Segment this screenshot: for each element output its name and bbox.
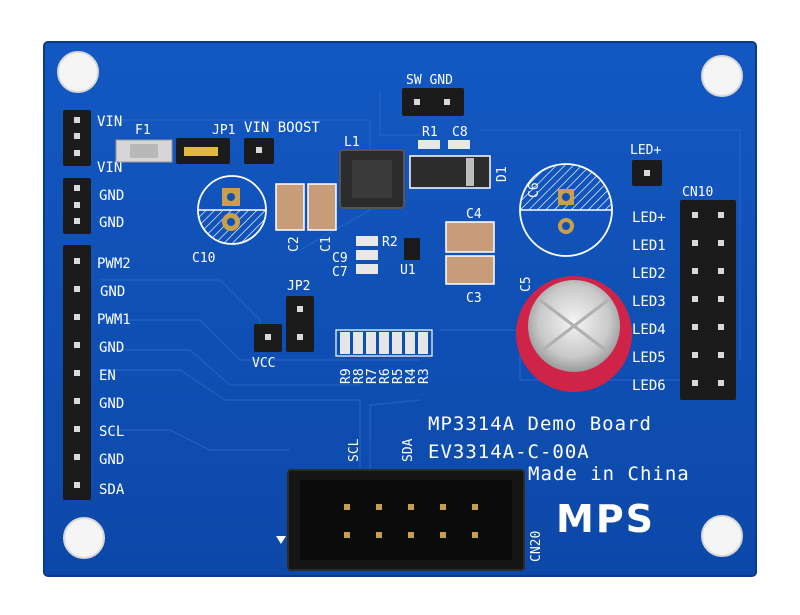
label-r2: R2	[382, 235, 398, 250]
mounting-hole-bottom-left	[63, 517, 105, 559]
label-vin-boost: VIN BOOST	[244, 120, 320, 136]
label-c10: C10	[192, 251, 215, 266]
label-c2: C2	[287, 236, 302, 252]
left-label-pwm1: PWM1	[97, 312, 131, 328]
board-title: MP3314A Demo Board	[428, 413, 652, 435]
label-c5: C5	[519, 276, 534, 292]
left-label-vin-2: VIN	[97, 160, 122, 176]
label-r5: R5	[391, 368, 406, 384]
label-c4: C4	[466, 207, 482, 222]
label-r3: R3	[417, 368, 432, 384]
left-label-gnd-6: GND	[99, 452, 124, 468]
mounting-hole-top-left	[57, 51, 99, 93]
right-label-led3: LED3	[632, 294, 666, 310]
board-part-number: EV3314A-C-00A	[428, 441, 590, 463]
left-label-gnd-3: GND	[100, 284, 125, 300]
right-label-led1: LED1	[632, 238, 666, 254]
label-scl-top: SCL	[347, 438, 362, 462]
label-c7: C7	[332, 265, 348, 280]
mps-logo: MPS	[556, 497, 655, 541]
left-label-gnd-1: GND	[99, 188, 124, 204]
left-label-vin-1: VIN	[97, 114, 122, 130]
left-label-gnd-5: GND	[99, 396, 124, 412]
label-r7: R7	[365, 368, 380, 384]
electrolytic-capacitor-c5: C5	[516, 276, 632, 392]
label-r8: R8	[352, 368, 367, 384]
left-label-gnd-2: GND	[99, 215, 124, 231]
fuse-f1: F1	[115, 123, 173, 163]
label-sda-top: SDA	[401, 438, 416, 462]
left-header-labels: VIN VIN GND GND PWM2 GND PWM1 GND EN GND…	[97, 114, 131, 498]
small-parts-c9-c7-r2-u1: C9 C7 R2 U1	[332, 235, 420, 280]
right-label-led5: LED5	[632, 350, 666, 366]
label-led-plus-top: LED+	[630, 143, 661, 158]
left-label-gnd-4: GND	[99, 340, 124, 356]
label-jp1: JP1	[212, 123, 235, 138]
r1-c8-parts: R1 C8	[418, 125, 470, 149]
pcb-traces	[100, 90, 741, 470]
jumper-jp2: JP2	[286, 279, 314, 352]
label-c6: C6	[527, 182, 542, 198]
label-cn20: CN20	[529, 531, 544, 562]
diode-d1: D1	[409, 155, 510, 189]
left-pin-header	[63, 110, 91, 500]
header-led-plus-top: LED+	[630, 143, 662, 186]
left-label-en: EN	[99, 368, 116, 384]
capacitor-c6-footprint: C6	[519, 163, 613, 257]
label-jp2: JP2	[287, 279, 310, 294]
label-r9: R9	[339, 368, 354, 384]
label-d1: D1	[495, 166, 510, 182]
label-r1: R1	[422, 125, 438, 140]
label-vcc: VCC	[252, 356, 275, 371]
label-r6: R6	[378, 368, 393, 384]
connector-cn20: CN20 SCL SDA	[276, 438, 544, 571]
header-sw-gnd: SW GND	[402, 73, 464, 116]
mps-logo-text: MPS	[556, 497, 655, 541]
board-origin: Made in China	[528, 463, 690, 485]
resistor-array: R9 R8 R7 R6 R5 R4 R3	[335, 329, 433, 384]
label-u1: U1	[400, 263, 416, 278]
mounting-hole-top-right	[701, 55, 743, 97]
label-f1: F1	[135, 123, 151, 138]
left-label-sda: SDA	[99, 482, 125, 498]
inductor-l1: L1	[339, 135, 405, 209]
label-cn10: CN10	[682, 185, 713, 200]
label-r4: R4	[404, 368, 419, 384]
header-vcc: VCC	[252, 324, 282, 371]
label-l1: L1	[344, 135, 360, 150]
mounting-holes	[57, 51, 743, 559]
label-sw-gnd: SW GND	[406, 73, 453, 88]
right-label-led6: LED6	[632, 378, 666, 394]
label-c1: C1	[319, 236, 334, 252]
right-pin-header-cn10: CN10	[680, 185, 736, 400]
left-label-pwm2: PWM2	[97, 256, 131, 272]
label-c3: C3	[466, 291, 482, 306]
left-label-scl: SCL	[99, 424, 124, 440]
right-label-led-plus: LED+	[632, 210, 666, 226]
label-c8: C8	[452, 125, 468, 140]
board-title-block: MP3314A Demo Board EV3314A-C-00A Made in…	[428, 413, 690, 485]
label-c9: C9	[332, 251, 348, 266]
mounting-hole-bottom-right	[701, 515, 743, 557]
pin1-marker-icon	[276, 536, 286, 544]
capacitor-c10-footprint: C10	[192, 175, 267, 266]
header-vin-boost: VIN BOOST	[244, 120, 320, 164]
capacitors-c4-c3: C4 C3	[445, 207, 495, 306]
right-header-labels: LED+ LED1 LED2 LED3 LED4 LED5 LED6	[632, 210, 666, 394]
capacitors-c2-c1: C2 C1	[275, 183, 337, 252]
right-label-led4: LED4	[632, 322, 666, 338]
right-label-led2: LED2	[632, 266, 666, 282]
jumper-jp1: JP1	[176, 123, 235, 164]
